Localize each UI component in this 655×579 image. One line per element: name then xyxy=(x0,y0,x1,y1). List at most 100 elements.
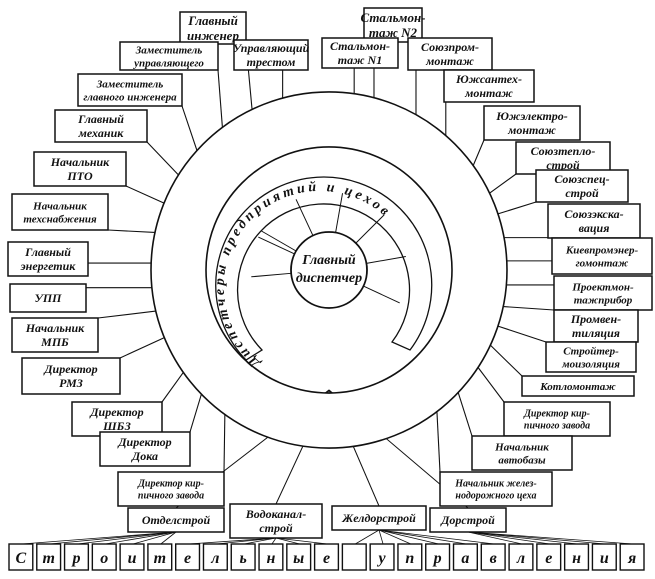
department-cell xyxy=(341,543,367,571)
department-cell-letter: е xyxy=(323,550,330,567)
department-cell: н xyxy=(258,543,284,571)
department-link xyxy=(378,529,467,545)
unit-box-label: Союзтепло- xyxy=(531,144,596,158)
connector-line xyxy=(497,201,537,215)
department-cell: С xyxy=(8,543,34,571)
unit-box-label: Стальмон- xyxy=(360,10,425,25)
unit-box-label: Стройтер- xyxy=(563,345,619,357)
unit-box-label: Заместитель xyxy=(135,44,203,56)
unit-box-frame xyxy=(9,283,87,313)
unit-box-frame xyxy=(229,503,323,539)
unit-box-label: строй xyxy=(565,186,599,200)
department-cell-letter: а xyxy=(461,550,469,567)
unit-box-frame xyxy=(33,151,127,187)
department-cell: е xyxy=(174,543,201,571)
unit-box-stalmontazh-1: Стальмон-таж N1 xyxy=(321,37,399,69)
unit-box-label: Союзспец- xyxy=(554,172,609,186)
unit-box-label: Отделстрой xyxy=(142,513,211,527)
unit-box-label: Директор xyxy=(43,362,97,376)
unit-box-label: Главный xyxy=(77,112,124,126)
chief-dispatcher-circle xyxy=(290,231,368,309)
unit-box-label: Дорстрой xyxy=(440,513,495,527)
department-link xyxy=(378,529,495,545)
unit-box-frame xyxy=(331,505,427,531)
unit-box-frame xyxy=(77,73,183,107)
unit-box-label: МПБ xyxy=(40,335,69,349)
unit-box-frame xyxy=(117,471,225,507)
unit-box-frame xyxy=(407,37,493,71)
unit-box-label: Союзпром- xyxy=(421,40,479,54)
department-cell-letter: в xyxy=(490,550,497,567)
unit-box-frame xyxy=(71,401,163,437)
department-cell-letter: и xyxy=(128,550,137,567)
connector-line xyxy=(146,141,179,176)
unit-box-label: Промвен- xyxy=(570,312,621,326)
department-cell: и xyxy=(119,543,145,571)
department-link xyxy=(467,531,578,545)
unit-box-frame xyxy=(99,431,191,467)
department-cell-letter: е xyxy=(184,550,191,567)
unit-box-frame xyxy=(483,105,581,141)
unit-box-label: таж N1 xyxy=(338,53,382,67)
unit-box-label: Директор кир- xyxy=(523,409,590,420)
connector-line xyxy=(489,173,517,194)
department-cell: и xyxy=(591,543,617,571)
unit-box-frame xyxy=(551,237,653,275)
unit-box-frame xyxy=(21,357,121,395)
unit-box-frame xyxy=(515,141,611,175)
unit-box-label: Южэлектро- xyxy=(495,109,568,123)
department-cell: т xyxy=(147,543,173,571)
unit-box-label: Директор xyxy=(89,405,143,419)
connector-line xyxy=(477,367,505,403)
unit-box-label: РМЗ xyxy=(59,376,83,390)
connector-line xyxy=(181,105,198,151)
unit-box-label: Директор xyxy=(117,435,171,449)
department-link xyxy=(188,537,277,545)
unit-box-label: Управляющий xyxy=(233,41,310,55)
department-link xyxy=(244,537,277,545)
department-cell-letter: т xyxy=(154,550,166,567)
department-cell-letter: р xyxy=(70,550,80,567)
unit-box-label: Киевпромэнер- xyxy=(565,244,639,256)
unit-box-label: пичного завода xyxy=(524,421,590,432)
department-cell: о xyxy=(91,543,117,571)
unit-box-label: монтаж xyxy=(464,86,513,100)
unit-box-label: Главный xyxy=(187,13,238,28)
unit-box-label: трестом xyxy=(247,55,296,69)
department-link xyxy=(160,531,177,545)
unit-box-label: УПП xyxy=(34,291,62,305)
unit-box-otdelstroy: Отделстрой xyxy=(127,507,225,533)
department-cell-letter: п xyxy=(405,550,414,567)
department-link xyxy=(216,537,277,545)
department-link xyxy=(271,537,277,545)
unit-box-label: Главный xyxy=(24,245,71,259)
department-cell: л xyxy=(202,543,228,571)
department-cell: ь xyxy=(230,543,256,571)
unit-box-frame xyxy=(503,401,611,437)
department-cell-letter: я xyxy=(627,550,636,567)
unit-box-label: Заместитель xyxy=(96,78,164,90)
unit-box-frame xyxy=(179,11,247,45)
department-cell: е xyxy=(313,543,340,571)
unit-box-label: Желдорстрой xyxy=(341,511,416,525)
unit-box-frame xyxy=(521,375,635,397)
unit-box-frame xyxy=(54,109,148,143)
unit-box-nachalnik-zheleznodorozhnogo-tsekha: Начальник желез-нодорожного цеха xyxy=(439,471,553,507)
department-cell: я xyxy=(619,543,645,571)
department-cell: т xyxy=(36,543,62,571)
connector-line xyxy=(223,414,226,473)
department-cell-letter: е xyxy=(545,550,552,567)
department-link xyxy=(77,531,177,545)
department-link xyxy=(355,529,380,545)
connector-line xyxy=(217,69,223,128)
department-cell: п xyxy=(397,543,423,571)
unit-box-label: нодорожного цеха xyxy=(455,491,536,502)
department-cell-letter: л xyxy=(210,550,219,567)
department-cell-letter: ь xyxy=(239,550,246,567)
unit-box-soyuzprommontazh: Союзпром-монтаж xyxy=(407,37,493,71)
unit-box-label: инженер xyxy=(187,28,239,43)
